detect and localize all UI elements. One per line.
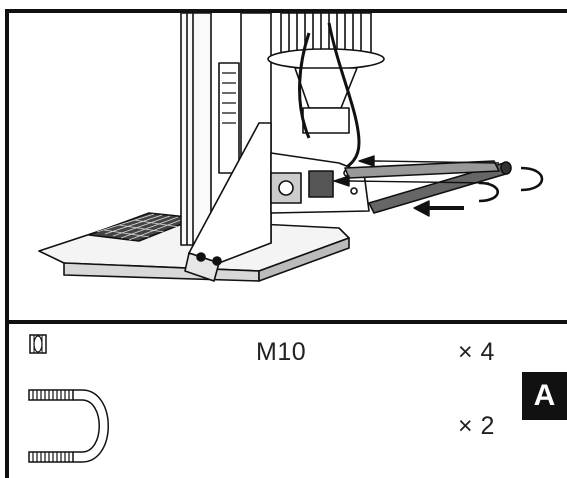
nut-qty-label: × 4: [458, 338, 495, 366]
u-bolt-icon: [28, 389, 109, 463]
assembly-illustration: [38, 13, 544, 282]
pedal-grid: [88, 212, 198, 242]
tie-rods: [344, 160, 512, 214]
parts-list: M10 × 4 × 2: [9, 324, 567, 478]
diagram-frame: [5, 9, 567, 478]
arrows: [333, 155, 500, 217]
ubolt-qty-label: × 2: [458, 412, 495, 440]
motor-pump: [267, 13, 385, 175]
nut-size-label: M10: [256, 338, 307, 366]
section-divider: [5, 320, 567, 324]
u-bolt-hooks: [478, 166, 544, 203]
hex-nut-icon: [29, 334, 47, 354]
step-badge: A: [522, 372, 567, 420]
gusset: [184, 122, 272, 282]
